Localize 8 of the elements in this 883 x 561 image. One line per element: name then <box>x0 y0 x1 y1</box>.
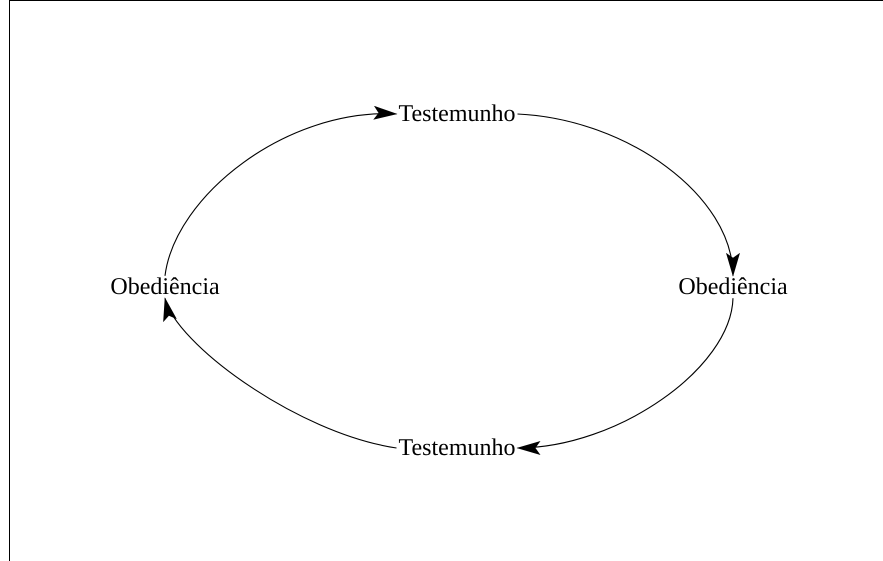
cycle-arrow <box>517 113 738 277</box>
cycle-label: Obediência <box>678 274 788 300</box>
cycle-arrow <box>164 107 398 276</box>
cycle-label: Testemunho <box>398 100 516 128</box>
cycle-arrow <box>516 298 734 454</box>
cycle-arrow <box>164 297 397 449</box>
cycle-label: Testemunho <box>398 434 516 462</box>
cycle-label: Obediência <box>110 274 220 300</box>
